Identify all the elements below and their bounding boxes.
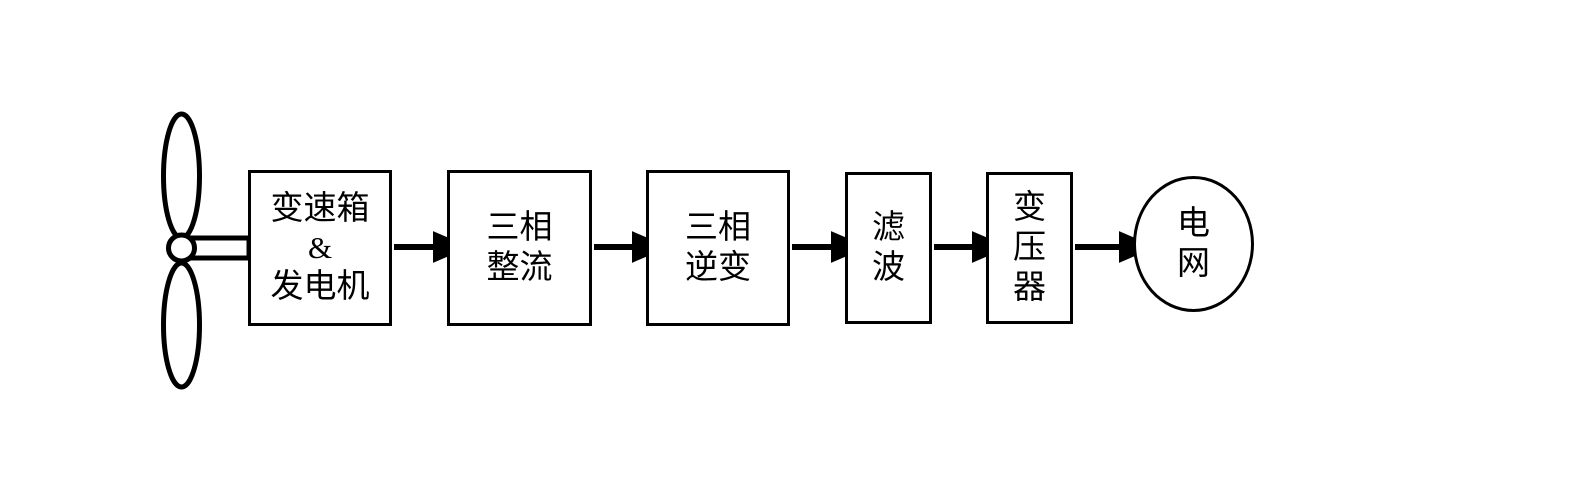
node-power-grid-line-2: 网 (1177, 246, 1210, 282)
node-gearbox-generator-line-3: 发电机 (270, 269, 370, 305)
node-three-phase-rectifier-line-1: 三相 (486, 210, 553, 246)
wind-turbine-group (161, 111, 252, 390)
node-filter-line-2: 波 (872, 250, 905, 286)
node-gearbox-generator[interactable]: 变速箱 & 发电机 (248, 170, 392, 326)
node-three-phase-inverter-line-1: 三相 (685, 210, 751, 246)
turbine-blade-lower-icon (161, 260, 202, 390)
node-power-grid[interactable]: 电 网 (1133, 176, 1254, 312)
node-filter[interactable]: 滤 波 (845, 172, 932, 324)
node-gearbox-generator-line-2: & (307, 230, 333, 265)
node-three-phase-rectifier[interactable]: 三相 整流 (447, 170, 592, 326)
node-power-grid-line-1: 电 (1177, 206, 1210, 242)
node-three-phase-inverter[interactable]: 三相 逆变 (646, 170, 790, 326)
node-filter-line-1: 滤 (872, 210, 905, 246)
turbine-blade-upper-icon (161, 111, 202, 241)
turbine-hub-icon (166, 232, 197, 264)
node-three-phase-rectifier-line-2: 整流 (486, 250, 553, 286)
node-transformer-line-2: 压 (1013, 230, 1046, 266)
node-transformer-line-3: 器 (1013, 270, 1046, 306)
node-gearbox-generator-line-1: 变速箱 (270, 191, 370, 227)
node-transformer-line-1: 变 (1013, 190, 1046, 226)
node-transformer[interactable]: 变 压 器 (986, 172, 1073, 324)
node-three-phase-inverter-line-2: 逆变 (685, 250, 751, 286)
